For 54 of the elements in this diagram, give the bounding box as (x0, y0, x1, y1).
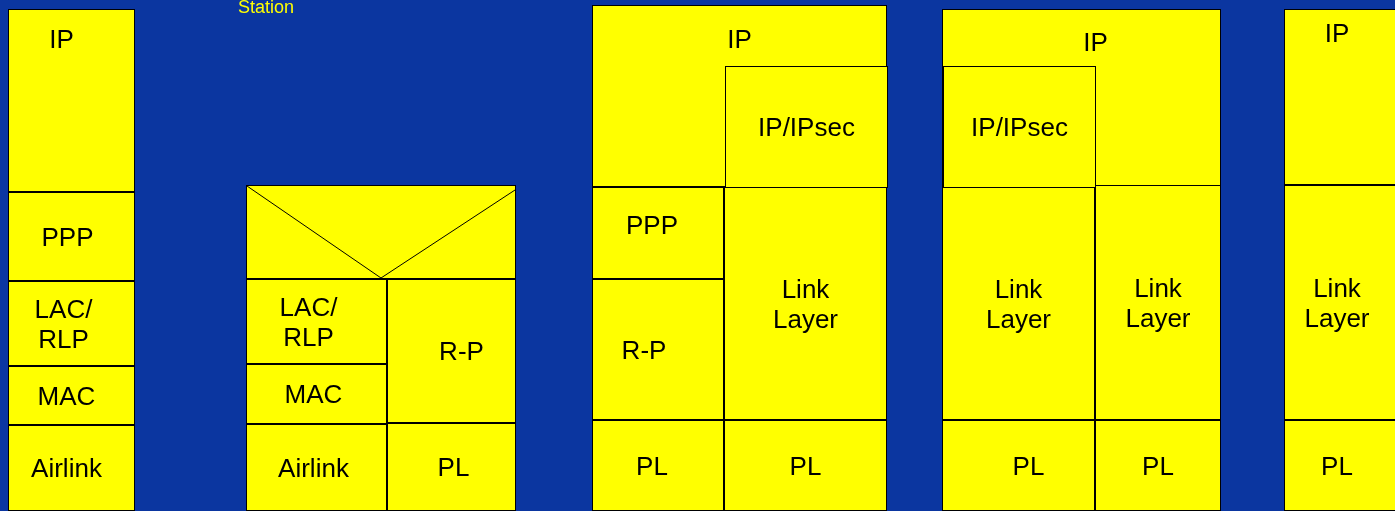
layer-name: PL (1321, 450, 1353, 481)
layer-name: LAC/ RLP (33, 293, 94, 354)
layer-name: R-P (439, 336, 484, 366)
protocol-layer-box (942, 420, 1095, 511)
protocol-layer-box (592, 420, 724, 511)
layer-name: Link Layer (771, 273, 839, 334)
layer-name: PL (636, 450, 668, 481)
layer-name: PL (789, 450, 822, 481)
protocol-layer-box (724, 187, 887, 420)
layer-name: R-P (621, 334, 667, 365)
protocol-layer-box (943, 66, 1096, 188)
protocol-layer-box (8, 425, 135, 511)
protocol-layer-box (592, 5, 887, 187)
layer-name: IP (1083, 27, 1108, 57)
layer-name: PPP (626, 210, 678, 240)
protocol-layer-box (725, 66, 888, 188)
layer-name: IP (727, 24, 752, 54)
layer-name: IP/IPsec (971, 112, 1068, 142)
protocol-layer-box (1284, 185, 1395, 420)
protocol-layer-box (8, 281, 135, 366)
layer-name: MAC (284, 379, 343, 409)
protocol-layer-box (592, 187, 724, 279)
protocol-layer-box (387, 279, 516, 423)
layer-name: Link Layer (1124, 272, 1192, 333)
layer-name: IP/IPsec (758, 112, 855, 142)
layer-name: IP (1324, 18, 1350, 48)
protocol-layer-box (1095, 185, 1221, 420)
protocol-layer-box (1284, 9, 1395, 185)
protocol-layer-box (1095, 420, 1221, 511)
station-caption: Station (238, 0, 295, 17)
layer-name: LAC/ RLP (278, 291, 339, 352)
protocol-layer-box (246, 364, 387, 424)
layer-name: PL (1142, 450, 1174, 481)
protocol-layer-box (724, 420, 887, 511)
protocol-layer-box (246, 279, 387, 364)
layer-name: Link Layer (984, 273, 1052, 334)
layer-name: PL (1012, 450, 1045, 481)
layer-name: Link Layer (1303, 272, 1371, 333)
protocol-layer-box (8, 192, 135, 281)
protocol-layer-box (942, 187, 1095, 420)
layer-name: IP (49, 24, 74, 54)
protocol-layer-box (8, 366, 135, 425)
protocol-layer-box (387, 423, 516, 511)
protocol-layer-box (8, 9, 135, 192)
layer-name: Airlink (31, 453, 102, 483)
layer-name: MAC (37, 380, 96, 411)
empty-layer-box (246, 185, 516, 279)
layer-name: Airlink (278, 452, 349, 483)
layer-name: PPP (41, 221, 94, 252)
protocol-layer-box (592, 279, 724, 420)
protocol-layer-box (1284, 420, 1395, 511)
layer-name: PL (437, 452, 470, 482)
protocol-layer-box (942, 9, 1221, 187)
protocol-layer-box (246, 424, 387, 511)
